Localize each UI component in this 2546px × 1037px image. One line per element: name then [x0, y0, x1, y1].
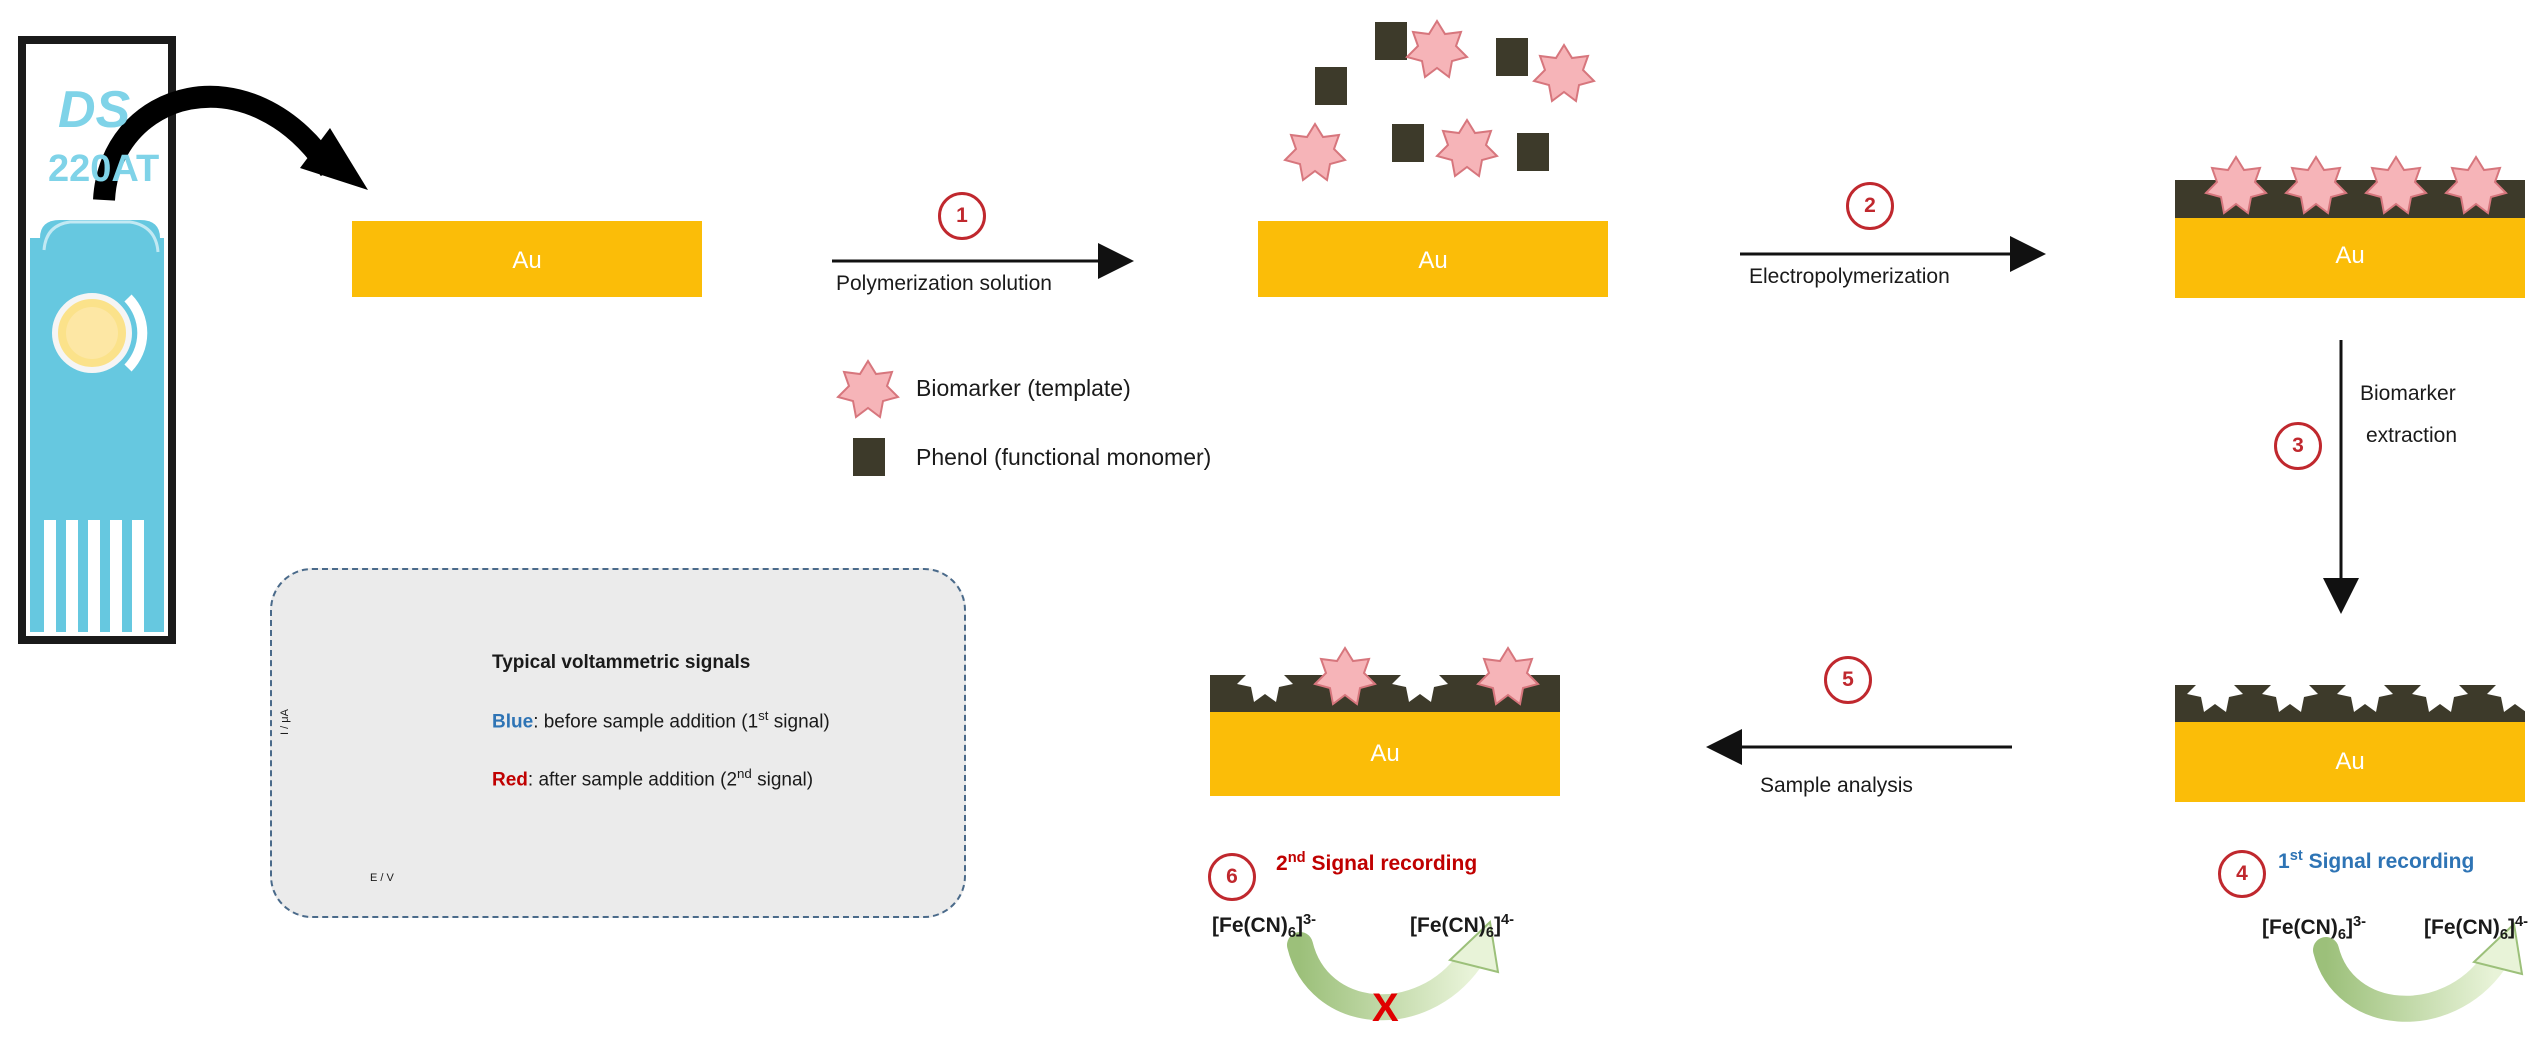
step-5-number: 5 [1824, 656, 1872, 704]
blue-key: Blue [492, 711, 534, 733]
redox-arrow-blocked [1287, 932, 1483, 1021]
step-6-number: 6 [1208, 853, 1256, 901]
step-1-label: Polymerization solution [836, 272, 1052, 295]
red-key: Red [492, 769, 528, 791]
au-label-mip: Au [2335, 242, 2365, 269]
redox-ox-right: [Fe(CN)6]3- [2262, 914, 2366, 943]
voltammetric-signals-panel [270, 568, 966, 918]
au-label-bare: Au [512, 247, 542, 274]
inset-blue-line: Blue: before sample addition (1st signal… [492, 708, 830, 733]
biomarker-legend-icon [837, 360, 899, 418]
red-right-text: [Fe(CN) [2424, 916, 2500, 939]
mip-rebound [1210, 647, 1560, 796]
step-6-label-main: 2 [1276, 852, 1288, 875]
mip-empty-cavities [2175, 660, 2543, 802]
red-text: : after sample addition (2 [527, 769, 738, 791]
electrode-code: 220AT [48, 148, 160, 190]
legend-phenol: Phenol (functional monomer) [916, 444, 1212, 470]
blue-end: signal) [768, 711, 830, 733]
ox-left-text: [Fe(CN) [1212, 914, 1288, 937]
step-4-label-sup: st [2289, 848, 2303, 864]
floating-species [1284, 20, 1595, 181]
red-left-close: ] [1494, 914, 1501, 937]
redox-red-right: [Fe(CN)6]4- [2424, 914, 2528, 943]
au-label-solution: Au [1418, 247, 1448, 274]
step-2-label: Electropolymerization [1749, 265, 1950, 288]
redox-red-left: [Fe(CN)6]4- [1410, 912, 1514, 941]
electrode-logo: DS [58, 81, 131, 139]
ox-left-close: ] [1296, 914, 1303, 937]
redox-ox-left: [Fe(CN)6]3- [1212, 912, 1316, 941]
mip-with-template [2175, 156, 2525, 298]
step-4-number: 4 [2218, 850, 2266, 898]
blue-text: : before sample addition (1 [533, 711, 759, 733]
step-6-label: 2nd Signal recording [1276, 850, 1477, 876]
red-left-text: [Fe(CN) [1410, 914, 1486, 937]
step-2-number: 2 [1846, 182, 1894, 230]
blocked-x-mark: X [1372, 986, 1399, 1030]
inset-x-axis: E / V [370, 872, 394, 884]
ox-left-sub: 6 [1287, 925, 1296, 942]
curved-transfer-arrow [93, 85, 368, 201]
red-right-sub: 6 [2499, 927, 2508, 944]
ox-right-close: ] [2346, 916, 2353, 939]
bare-gold-electrode [352, 221, 702, 297]
redox-arrow-active [2313, 937, 2507, 1022]
red-left-sub: 6 [1485, 925, 1494, 942]
ox-left-charge: 3- [1303, 912, 1317, 928]
step-6-label-sup: nd [1287, 850, 1306, 866]
step-3-number: 3 [2274, 422, 2322, 470]
ox-right-sub: 6 [2337, 927, 2346, 944]
red-right-close: ] [2508, 916, 2515, 939]
step-4-label-main: 1 [2278, 850, 2290, 873]
inset-red-line: Red: after sample addition (2nd signal) [492, 766, 813, 791]
step-3-label-line2: extraction [2366, 424, 2458, 447]
step-6-label-rest: Signal recording [1305, 852, 1478, 875]
red-right-charge: 4- [2515, 914, 2529, 930]
blue-sup: st [758, 708, 769, 723]
step-4-label: 1st Signal recording [2278, 848, 2474, 874]
au-label-cavities: Au [2335, 748, 2365, 775]
step-3-label-line1: Biomarker [2360, 382, 2456, 405]
ox-right-charge: 3- [2353, 914, 2367, 930]
gold-electrode-solution [1258, 221, 1608, 297]
step-5-label: Sample analysis [1760, 774, 1913, 797]
step-4-label-rest: Signal recording [2302, 850, 2475, 873]
red-sup: nd [737, 766, 752, 781]
au-label-rebound: Au [1370, 740, 1400, 767]
inset-y-axis: I / μA [278, 709, 291, 735]
screen-printed-electrode [18, 36, 176, 644]
redox-arrowhead-blocked [1447, 919, 1500, 974]
ox-right-text: [Fe(CN) [2262, 916, 2338, 939]
redox-arrowhead-active [2471, 921, 2524, 976]
red-end: signal) [751, 769, 814, 791]
red-left-charge: 4- [1501, 912, 1515, 928]
phenol-legend-icon [853, 438, 885, 476]
step-1-number: 1 [938, 192, 986, 240]
legend-biomarker: Biomarker (template) [916, 375, 1131, 401]
inset-title: Typical voltammetric signals [492, 652, 751, 673]
